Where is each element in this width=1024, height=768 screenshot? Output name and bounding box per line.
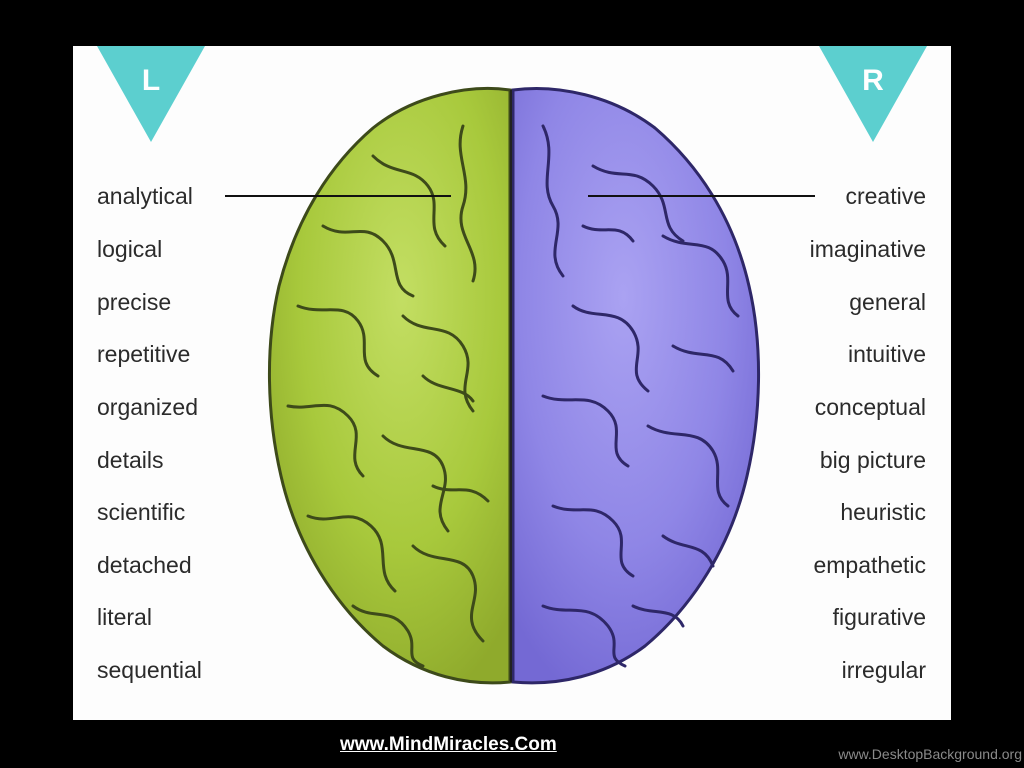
left-trait: details xyxy=(97,447,164,473)
right-trait: creative xyxy=(845,183,926,209)
right-trait: irregular xyxy=(841,657,926,683)
left-trait: detached xyxy=(97,552,192,578)
right-trait: empathetic xyxy=(813,552,926,578)
right-hemisphere-letter: R xyxy=(862,64,884,97)
left-trait: literal xyxy=(97,604,152,630)
watermark: www.DesktopBackground.org xyxy=(838,746,1022,762)
right-trait: intuitive xyxy=(848,341,926,367)
right-trait: figurative xyxy=(832,604,926,630)
right-gyri xyxy=(541,124,740,668)
site-url-link[interactable]: www.MindMiracles.Com xyxy=(340,734,557,755)
right-trait: big picture xyxy=(819,447,926,473)
left-trait: sequential xyxy=(97,657,202,683)
left-trait: organized xyxy=(97,394,199,420)
right-hemisphere-marker: R xyxy=(819,46,927,142)
brain-illustration xyxy=(225,87,815,685)
left-trait: logical xyxy=(97,236,163,262)
left-trait: repetitive xyxy=(97,341,191,367)
left-trait: scientific xyxy=(97,499,186,525)
left-gyri xyxy=(286,124,490,668)
right-trait: imaginative xyxy=(809,236,926,262)
left-hemisphere xyxy=(268,87,512,685)
right-trait: heuristic xyxy=(840,499,926,525)
right-trait: conceptual xyxy=(814,394,926,420)
left-hemisphere-letter: L xyxy=(141,64,161,97)
right-trait: general xyxy=(849,289,926,315)
right-hemisphere xyxy=(511,87,760,685)
left-hemisphere-marker: L xyxy=(97,46,205,142)
left-trait: precise xyxy=(97,289,172,315)
diagram-panel: L R analytical logical precise repetitiv… xyxy=(73,46,951,720)
left-trait: analytical xyxy=(97,183,193,209)
